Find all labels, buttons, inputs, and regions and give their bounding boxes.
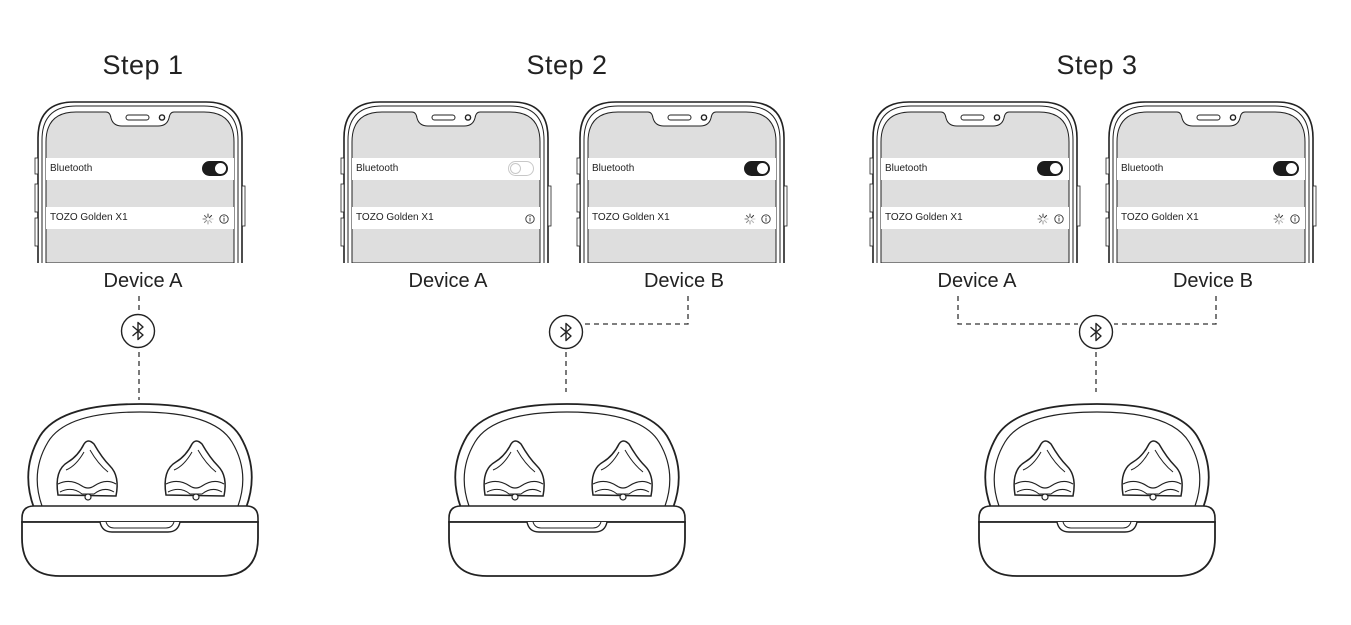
step-1-device-a-label: Device A (103, 270, 183, 292)
bluetooth-icon (1078, 314, 1114, 350)
bluetooth-label: Bluetooth (592, 163, 635, 174)
device-name: TOZO Golden X1 (356, 212, 434, 223)
info-icon[interactable] (1290, 211, 1300, 229)
link-step3-device-b (1114, 296, 1217, 325)
bluetooth-toggle[interactable] (202, 161, 228, 176)
bluetooth-setting-row[interactable]: Bluetooth (352, 158, 540, 180)
info-icon[interactable] (219, 211, 229, 229)
link-step2-device-b (585, 296, 689, 325)
device-list-item[interactable]: TOZO Golden X1 (881, 207, 1069, 229)
device-list-item[interactable]: TOZO Golden X1 (588, 207, 776, 229)
loading-spinner-icon (744, 212, 756, 230)
device-name: TOZO Golden X1 (1121, 212, 1199, 223)
step-3-device-a-label: Device A (937, 270, 1017, 292)
phone-step1-device-a: Bluetooth TOZO Golden X1 (34, 100, 246, 263)
device-name: TOZO Golden X1 (592, 212, 670, 223)
bluetooth-toggle[interactable] (508, 161, 534, 176)
phone-screen: Bluetooth TOZO Golden X1 (1117, 112, 1305, 263)
phone-screen: Bluetooth TOZO Golden X1 (46, 112, 234, 263)
phone-step2-device-b: Bluetooth TOZO Golden X1 (576, 100, 788, 263)
device-name: TOZO Golden X1 (50, 212, 128, 223)
bluetooth-toggle[interactable] (744, 161, 770, 176)
bluetooth-label: Bluetooth (885, 163, 928, 174)
info-icon[interactable] (761, 211, 771, 229)
bluetooth-setting-row[interactable]: Bluetooth (1117, 158, 1305, 180)
phone-screen: Bluetooth TOZO Golden X1 (352, 112, 540, 263)
bluetooth-label: Bluetooth (1121, 163, 1164, 174)
link-step3-device-a (957, 296, 1078, 325)
earbuds-case-icon (977, 400, 1217, 585)
step-1-title: Step 1 (102, 50, 184, 80)
bluetooth-label: Bluetooth (50, 163, 93, 174)
earbuds-case-icon (20, 400, 260, 585)
step-2-device-b-label: Device B (643, 270, 725, 292)
bluetooth-setting-row[interactable]: Bluetooth (46, 158, 234, 180)
bluetooth-toggle[interactable] (1273, 161, 1299, 176)
bluetooth-icon (120, 313, 156, 349)
loading-spinner-icon (202, 212, 214, 230)
bluetooth-icon (548, 314, 584, 350)
step-2-title: Step 2 (526, 50, 608, 80)
phone-step3-device-a: Bluetooth TOZO Golden X1 (869, 100, 1081, 263)
earbuds-case-icon (447, 400, 687, 585)
bluetooth-setting-row[interactable]: Bluetooth (881, 158, 1069, 180)
phone-screen: Bluetooth TOZO Golden X1 (588, 112, 776, 263)
loading-spinner-icon (1273, 212, 1285, 230)
bluetooth-setting-row[interactable]: Bluetooth (588, 158, 776, 180)
phone-step3-device-b: Bluetooth TOZO Golden X1 (1105, 100, 1317, 263)
bluetooth-label: Bluetooth (356, 163, 399, 174)
step-2-device-a-label: Device A (408, 270, 488, 292)
loading-spinner-icon (1037, 212, 1049, 230)
info-icon[interactable] (1054, 211, 1064, 229)
phone-step2-device-a: Bluetooth TOZO Golden X1 (340, 100, 552, 263)
device-list-item[interactable]: TOZO Golden X1 (46, 207, 234, 229)
device-list-item[interactable]: TOZO Golden X1 (1117, 207, 1305, 229)
bluetooth-toggle[interactable] (1037, 161, 1063, 176)
step-3-title: Step 3 (1056, 50, 1138, 80)
step-3-device-b-label: Device B (1172, 270, 1254, 292)
phone-screen: Bluetooth TOZO Golden X1 (881, 112, 1069, 263)
device-list-item[interactable]: TOZO Golden X1 (352, 207, 540, 229)
info-icon[interactable] (525, 211, 535, 229)
device-name: TOZO Golden X1 (885, 212, 963, 223)
